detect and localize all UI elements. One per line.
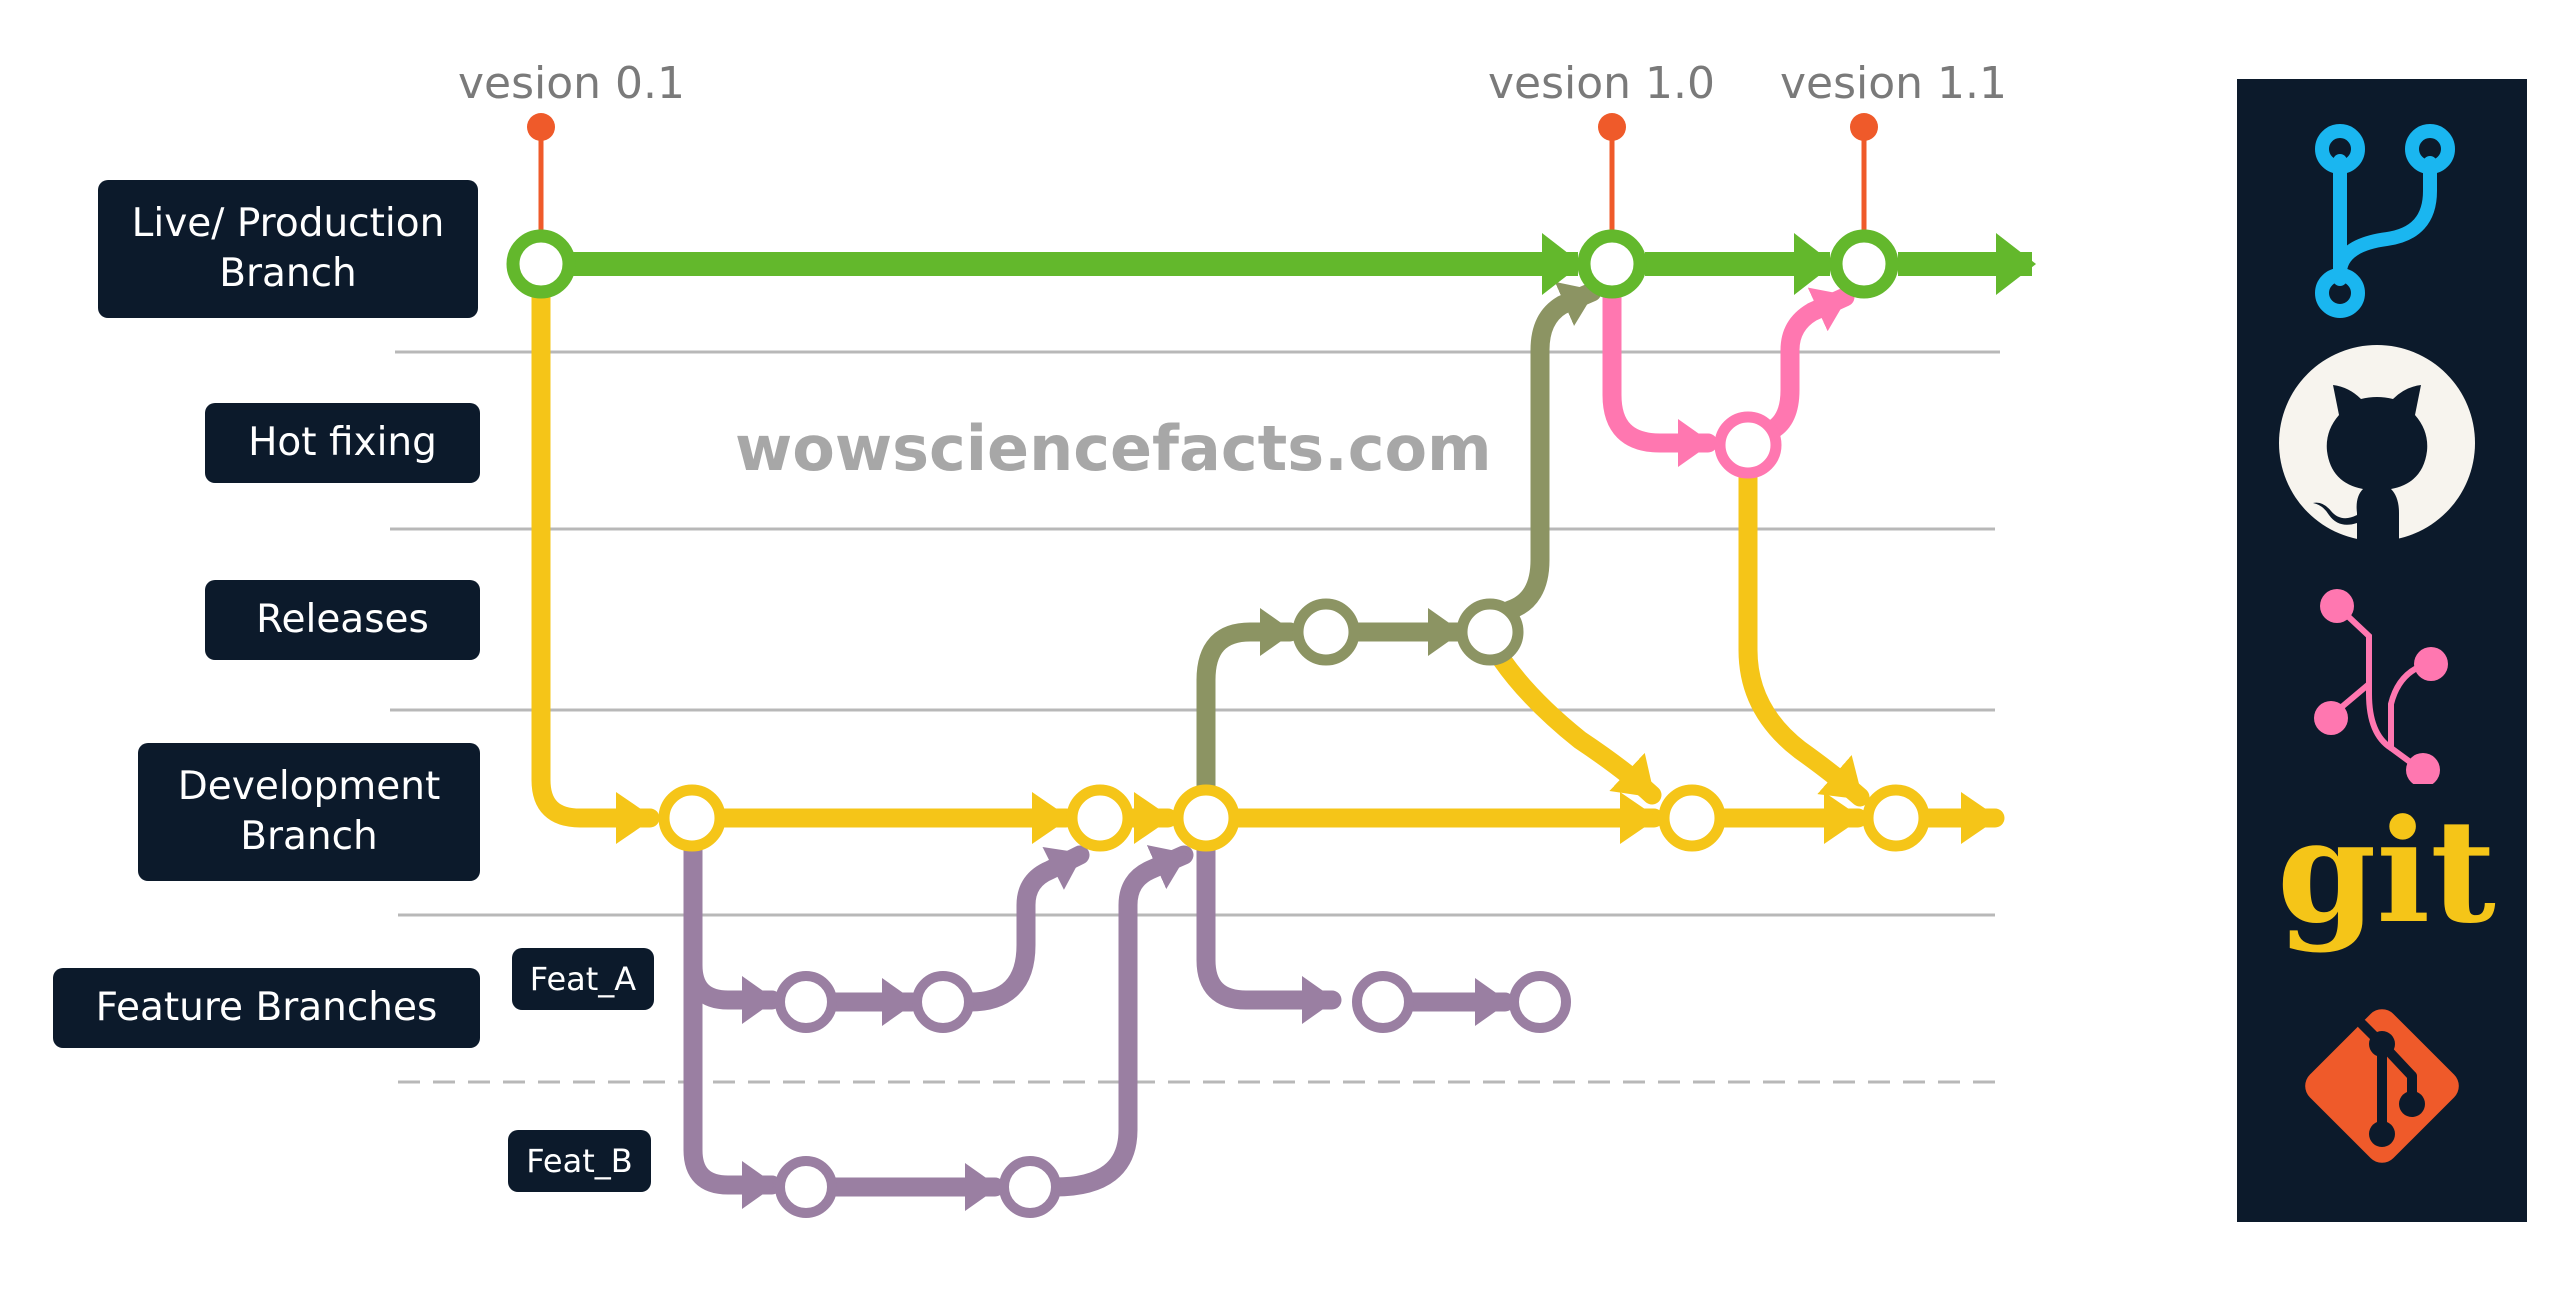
dev-commit bbox=[1658, 784, 1726, 852]
lane-label-development: Development Branch bbox=[138, 743, 480, 881]
logo-panel: git bbox=[2237, 79, 2527, 1222]
main-commit bbox=[506, 229, 576, 299]
lane-label-feat-b: Feat_B bbox=[508, 1130, 651, 1192]
commit-nodes bbox=[506, 229, 1930, 1218]
main-commit bbox=[1829, 229, 1899, 299]
dev-commit bbox=[1066, 784, 1134, 852]
feat-b-branch bbox=[683, 950, 782, 1209]
lane-label-feat-a: Feat_A bbox=[512, 948, 654, 1010]
feat-commit bbox=[1352, 971, 1414, 1033]
feat-commit bbox=[999, 1156, 1061, 1218]
release-merge-to-dev bbox=[1492, 650, 1662, 805]
hotfix-commit bbox=[1714, 411, 1782, 479]
feat-a-merge bbox=[960, 845, 1090, 1012]
hotfix-branch bbox=[1602, 285, 1718, 467]
version-label-1-0: vesion 1.0 bbox=[1488, 58, 1716, 109]
dev-commit bbox=[1172, 784, 1240, 852]
development-paths bbox=[531, 280, 2005, 844]
watermark: wowsciencefacts.com bbox=[735, 412, 1492, 485]
tag-dot bbox=[1598, 113, 1626, 141]
lane-label-production-text: Live/ Production Branch bbox=[131, 201, 445, 296]
lane-label-feat-b-text: Feat_B bbox=[526, 1142, 633, 1180]
version-label-1-1: vesion 1.1 bbox=[1780, 58, 2008, 109]
tag-dot bbox=[1850, 113, 1878, 141]
lane-label-releases-text: Releases bbox=[256, 597, 429, 642]
feat-c-branch bbox=[1196, 840, 1342, 1024]
feature-paths bbox=[683, 810, 1515, 1211]
release-commit bbox=[1292, 598, 1360, 666]
feat-commit bbox=[775, 1156, 837, 1218]
hotfix-paths bbox=[1602, 285, 1855, 467]
feat-commit bbox=[1509, 971, 1571, 1033]
release-paths bbox=[1196, 281, 1602, 800]
hotfix-merge-to-main bbox=[1762, 287, 1855, 440]
branch-icon bbox=[2315, 124, 2455, 318]
release-branch bbox=[1196, 608, 1300, 800]
git-logo-icon bbox=[2305, 1009, 2459, 1163]
lane-label-hotfix: Hot fixing bbox=[205, 403, 480, 483]
version-label-0-1: vesion 0.1 bbox=[458, 58, 686, 109]
feat-commit bbox=[912, 971, 974, 1033]
merge-icon bbox=[2314, 589, 2448, 784]
tag-dots bbox=[527, 113, 1878, 141]
dev-commit bbox=[1862, 784, 1930, 852]
lane-label-development-text: Development Branch bbox=[177, 764, 441, 859]
github-octocat-icon bbox=[2279, 345, 2475, 541]
dev-from-main bbox=[531, 280, 660, 844]
lane-label-releases: Releases bbox=[205, 580, 480, 660]
dev-commit bbox=[658, 784, 726, 852]
version-tags bbox=[538, 127, 1867, 237]
git-wordmark-text: git bbox=[2277, 789, 2496, 955]
lane-label-hotfix-text: Hot fixing bbox=[248, 420, 437, 465]
lane-label-features-text: Feature Branches bbox=[95, 985, 438, 1030]
tag-dot bbox=[527, 113, 555, 141]
feat-commit bbox=[775, 971, 837, 1033]
lane-label-production: Live/ Production Branch bbox=[98, 180, 478, 318]
main-commit bbox=[1577, 229, 1647, 299]
lane-label-feat-a-text: Feat_A bbox=[529, 960, 637, 998]
feat-b-merge bbox=[1045, 845, 1194, 1197]
lane-label-features: Feature Branches bbox=[53, 968, 480, 1048]
git-wordmark-icon: git bbox=[2277, 797, 2496, 947]
release-commit bbox=[1456, 598, 1524, 666]
release-merge-to-main bbox=[1500, 281, 1602, 620]
hotfix-merge-to-dev bbox=[1738, 465, 1870, 807]
